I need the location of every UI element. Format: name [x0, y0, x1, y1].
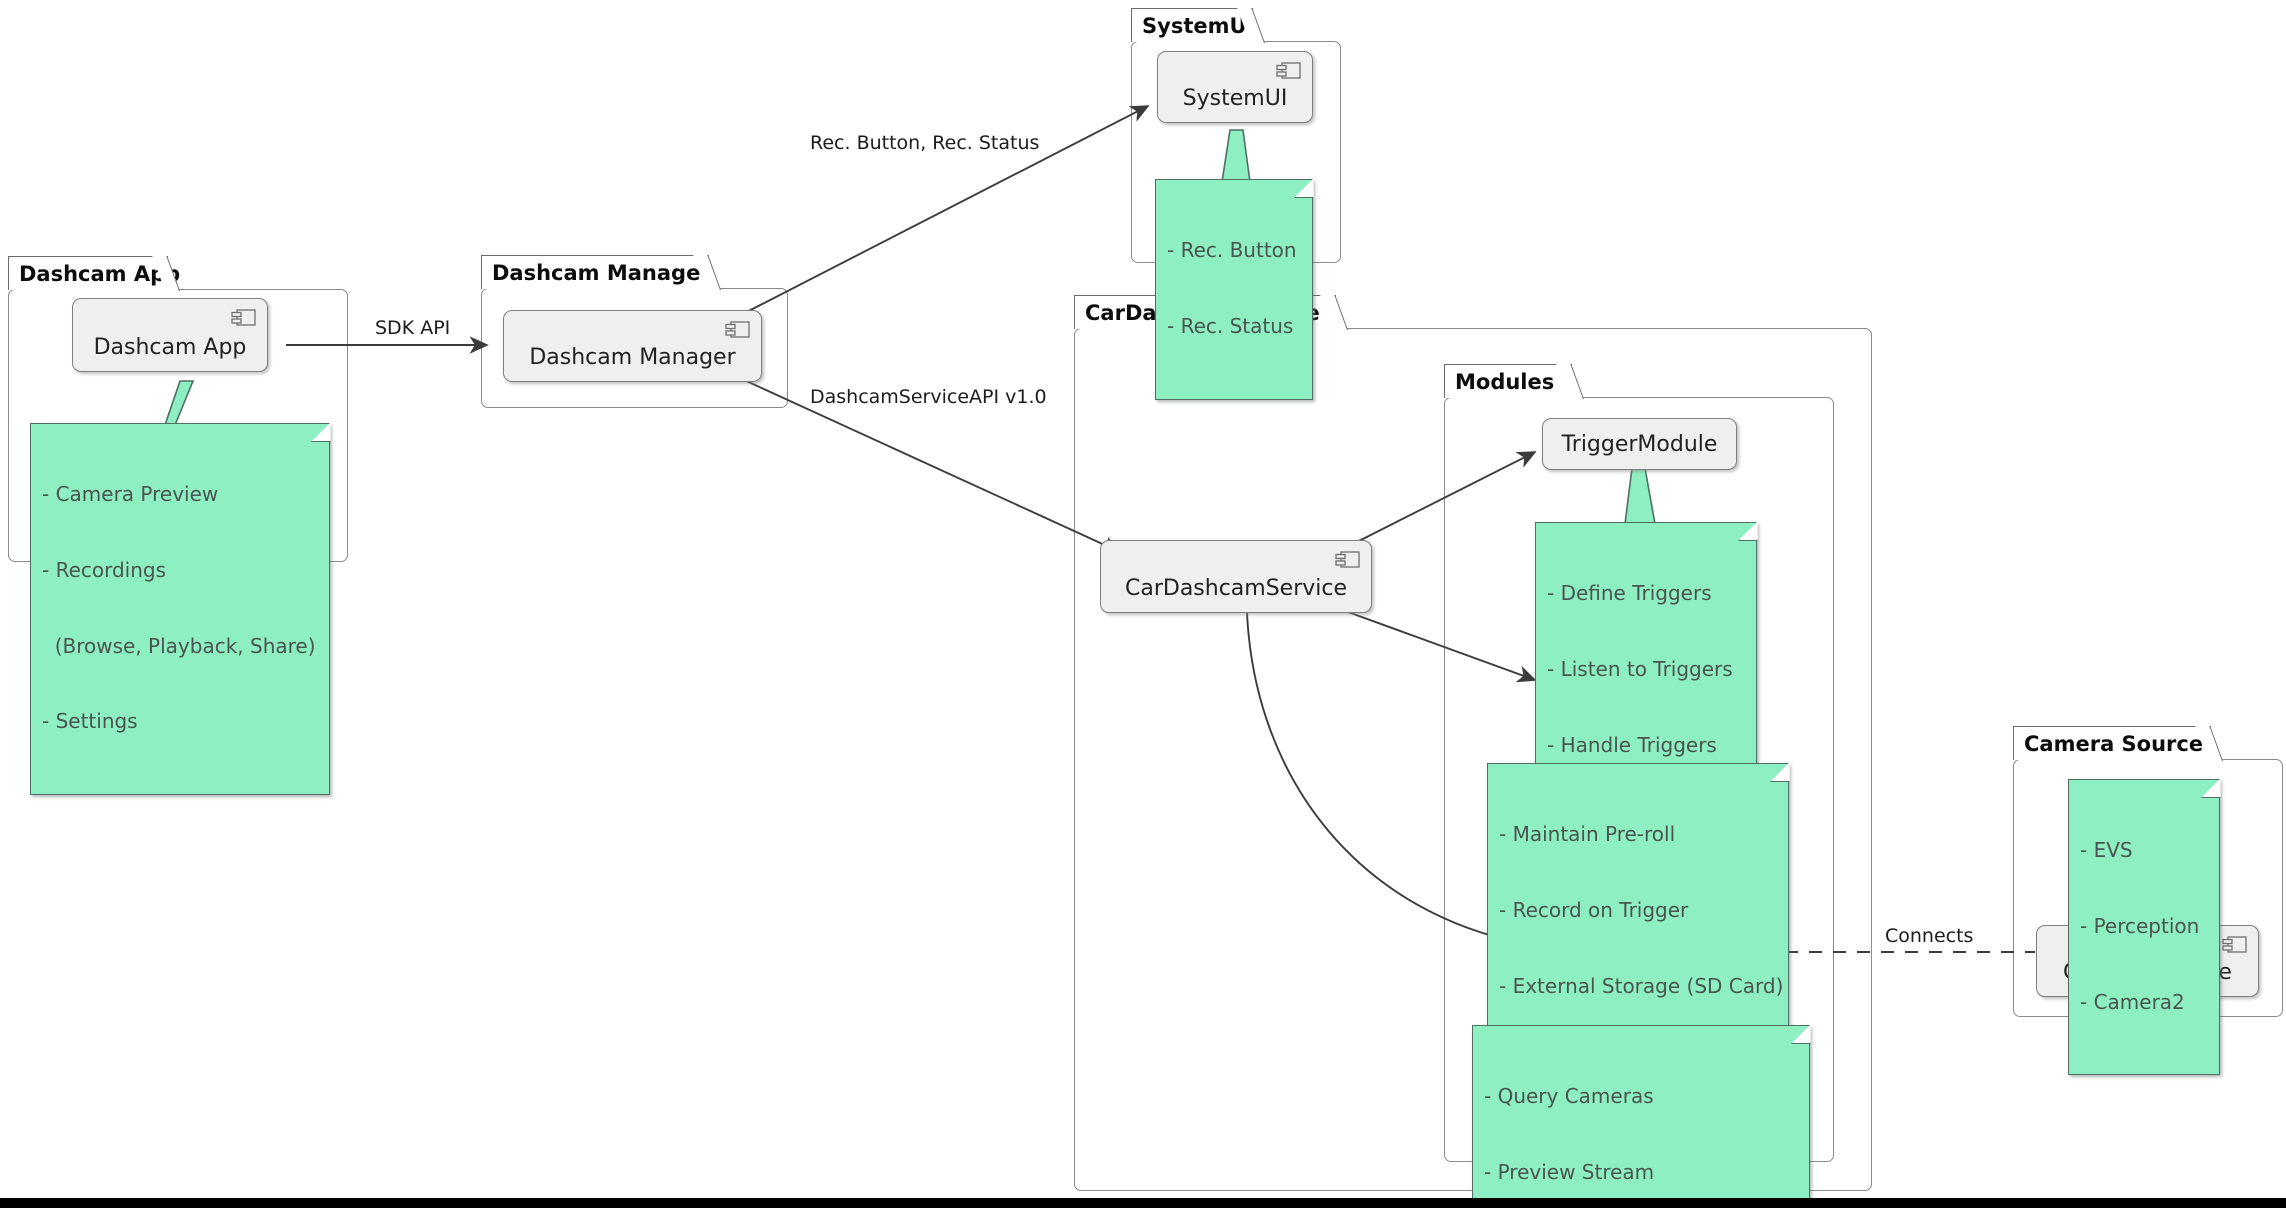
edge-label-rec-button-status: Rec. Button, Rec. Status [810, 132, 1040, 154]
component-icon [1335, 551, 1360, 568]
note-systemui: - Rec. Button - Rec. Status [1155, 179, 1313, 400]
note-stream-module: - Query Cameras - Preview Stream - Snaps… [1472, 1025, 1810, 1208]
note-camera-source: - EVS - Perception - Camera2 [2068, 779, 2220, 1076]
note-line: - Settings [42, 709, 138, 734]
note-line: - Handle Triggers [1547, 732, 1717, 757]
package-dashcam-app-label: Dashcam App [8, 256, 180, 290]
package-systemui-label: SystemUI [1131, 8, 1254, 42]
edge-label-sdk-api: SDK API [375, 317, 451, 339]
note-line: - Rec. Status [1167, 313, 1294, 338]
note-line: - Preview Stream [1484, 1159, 1655, 1184]
component-dashcam-manager[interactable]: Dashcam Manager [503, 310, 762, 382]
component-systemui-label: SystemUI [1182, 86, 1288, 111]
package-modules-label: Modules [1444, 364, 1572, 398]
component-dashcam-app[interactable]: Dashcam App [72, 298, 268, 372]
edge-label-dashcamserviceapi: DashcamServiceAPI v1.0 [810, 386, 1047, 408]
package-camera-source-label: Camera Source [2013, 726, 2211, 760]
note-dashcam-app: - Camera Preview - Recordings (Browse, P… [30, 423, 330, 795]
note-line: - Recordings [42, 557, 167, 582]
component-dashcam-app-label: Dashcam App [93, 335, 247, 360]
component-systemui[interactable]: SystemUI [1157, 51, 1313, 123]
note-line: - Define Triggers [1547, 581, 1712, 606]
note-line: - Listen to Triggers [1547, 656, 1733, 681]
note-line: - External Storage (SD Card) [1499, 973, 1784, 998]
note-line: - Query Cameras [1484, 1084, 1654, 1109]
note-line: - EVS [2080, 838, 2133, 863]
component-cardashcamservice-label: CarDashcamService [1124, 576, 1348, 601]
component-icon [725, 321, 750, 338]
component-trigger-module[interactable]: TriggerModule [1542, 418, 1737, 470]
note-line: - Perception [2080, 913, 2200, 938]
component-cardashcamservice[interactable]: CarDashcamService [1100, 540, 1372, 613]
note-line: - Camera2 [2080, 989, 2185, 1014]
note-line: - Rec. Button [1167, 238, 1297, 263]
note-line: - Record on Trigger [1499, 897, 1689, 922]
component-icon [231, 309, 256, 326]
note-line: - Maintain Pre-roll [1499, 822, 1676, 847]
bottom-bar [0, 1198, 2286, 1208]
note-line: - Camera Preview [42, 482, 219, 507]
edge-label-connects: Connects [1885, 925, 1974, 947]
note-line: (Browse, Playback, Share) [42, 633, 316, 658]
package-dashcam-manager-label: Dashcam Manager [481, 255, 711, 289]
component-trigger-module-label: TriggerModule [1561, 431, 1718, 457]
component-icon [2222, 936, 2247, 953]
component-icon [1276, 62, 1301, 79]
component-dashcam-manager-label: Dashcam Manager [529, 345, 736, 370]
